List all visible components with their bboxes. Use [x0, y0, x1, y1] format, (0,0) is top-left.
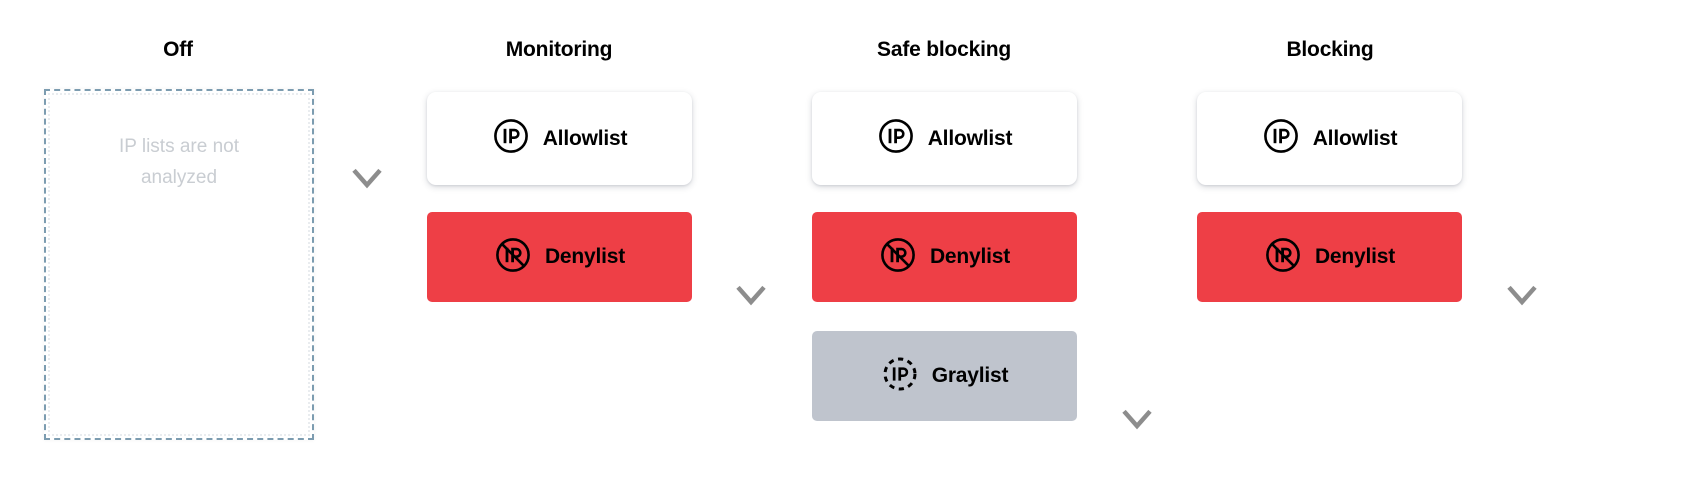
ip-allow-icon: [1262, 117, 1300, 160]
card-monitoring-denylist[interactable]: Denylist: [427, 212, 692, 302]
card-blocking-allowlist[interactable]: Allowlist: [1197, 92, 1462, 185]
card-monitoring-allowlist[interactable]: Allowlist: [427, 92, 692, 185]
card-label: Allowlist: [1312, 126, 1398, 150]
card-label: Denylist: [929, 245, 1011, 268]
off-placeholder-text: IP lists are not analyzed: [118, 136, 240, 188]
column-title-safe-blocking: Safe blocking: [877, 38, 1011, 61]
card-label: Denylist: [1314, 245, 1396, 268]
column-title-blocking: Blocking: [1286, 38, 1374, 61]
ip-deny-icon: [1264, 236, 1302, 279]
arrow-down-4: [1507, 82, 1537, 306]
ip-allow-icon: [492, 117, 530, 160]
off-empty-placeholder-box: IP lists are not analyzed: [44, 89, 314, 440]
column-title-off: Off: [163, 38, 193, 61]
card-label: Denylist: [544, 245, 626, 268]
ip-gray-icon: [881, 355, 919, 398]
card-label: Allowlist: [927, 126, 1013, 150]
card-label: Allowlist: [542, 126, 628, 150]
column-title-monitoring: Monitoring: [505, 38, 613, 61]
card-safe-blocking-graylist[interactable]: Graylist: [812, 331, 1077, 421]
arrow-down-3: [1122, 82, 1152, 430]
ip-deny-icon: [494, 236, 532, 279]
ip-deny-icon: [879, 236, 917, 279]
card-label: Graylist: [931, 364, 1009, 387]
card-safe-blocking-denylist[interactable]: Denylist: [812, 212, 1077, 302]
card-safe-blocking-allowlist[interactable]: Allowlist: [812, 92, 1077, 185]
card-blocking-denylist[interactable]: Denylist: [1197, 212, 1462, 302]
ip-allow-icon: [877, 117, 915, 160]
arrow-down-1: [352, 82, 382, 189]
arrow-down-2: [736, 82, 766, 306]
